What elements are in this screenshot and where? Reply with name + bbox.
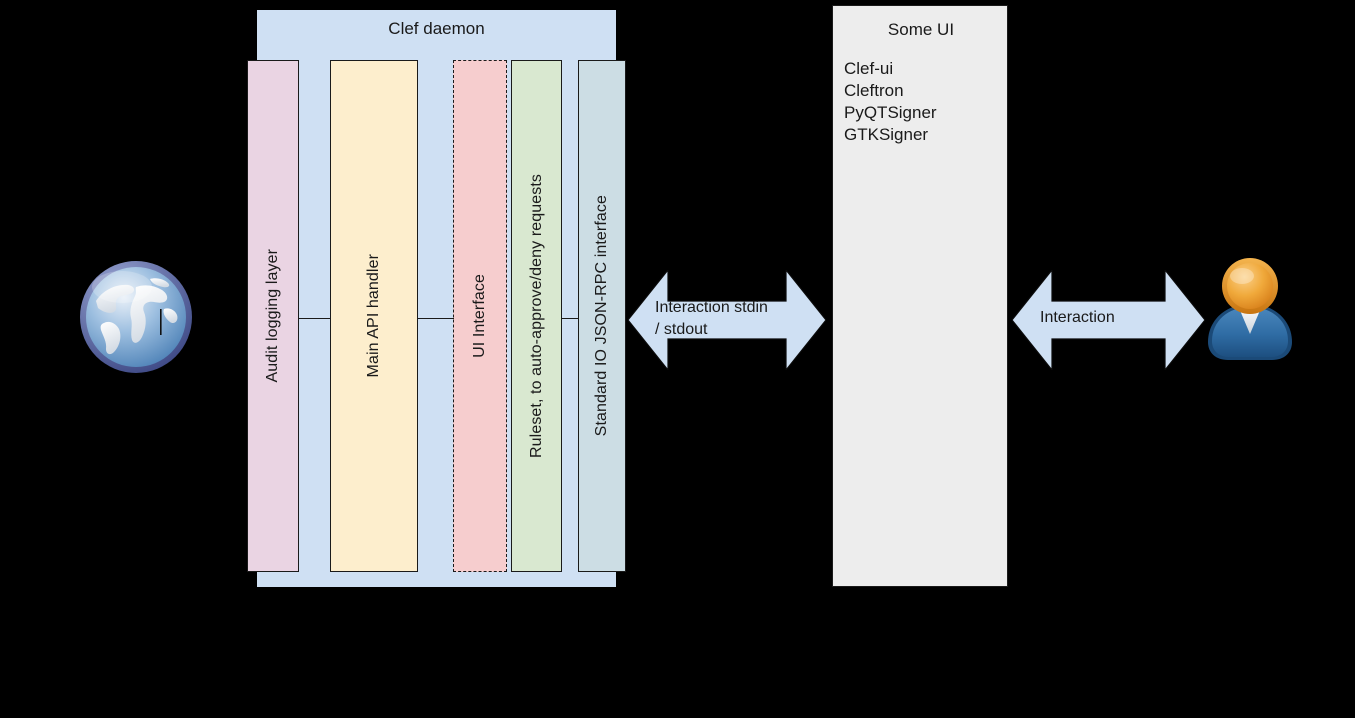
- clef-daemon-title: Clef daemon: [388, 19, 485, 38]
- arrow-stdio-line2: / stdout: [655, 321, 708, 338]
- list-item: GTKSigner: [844, 125, 929, 144]
- layer-ruleset-label: Ruleset, to auto-approve/deny requests: [527, 174, 545, 458]
- layer-ui-interface[interactable]: UI Interface: [453, 60, 507, 572]
- globe-icon: [80, 261, 192, 373]
- clef-daemon-panel: [257, 10, 616, 587]
- layer-audit-logging[interactable]: Audit logging layer: [247, 60, 299, 572]
- connector-ruleset-to-io: [562, 318, 579, 319]
- list-item: Cleftron: [844, 81, 904, 100]
- some-ui-title: Some UI: [887, 20, 955, 39]
- list-item: Clef-ui: [844, 59, 894, 78]
- user-icon: [1208, 258, 1292, 360]
- connector-api-to-ui: [418, 318, 454, 319]
- arrow-stdin-stdout-label: Interaction stdin / stdout: [655, 297, 805, 341]
- arrow-stdio-line1: Interaction stdin: [655, 299, 768, 316]
- list-item: PyQTSigner: [844, 103, 937, 122]
- connector-audit-to-api: [299, 318, 331, 319]
- layer-ruleset[interactable]: Ruleset, to auto-approve/deny requests: [511, 60, 562, 572]
- arrow-stdin-stdout: [628, 270, 826, 370]
- arrow-interaction-label: Interaction: [1040, 309, 1115, 326]
- layer-stdio-rpc-label: Standard IO JSON-RPC interface: [593, 195, 610, 437]
- layer-ui-interface-label: UI Interface: [471, 274, 488, 358]
- layer-main-api[interactable]: Main API handler: [330, 60, 418, 572]
- some-ui-list: Clef-ui Cleftron PyQTSigner GTKSigner: [844, 58, 1004, 146]
- layer-main-api-label: Main API handler: [365, 254, 382, 378]
- layer-audit-logging-label: Audit logging layer: [264, 249, 281, 383]
- some-ui-panel: Some UI Clef-ui Cleftron PyQTSigner GTKS…: [832, 5, 1008, 587]
- layer-stdio-rpc[interactable]: Standard IO JSON-RPC interface: [578, 60, 626, 572]
- arrow-interaction: [1012, 270, 1205, 370]
